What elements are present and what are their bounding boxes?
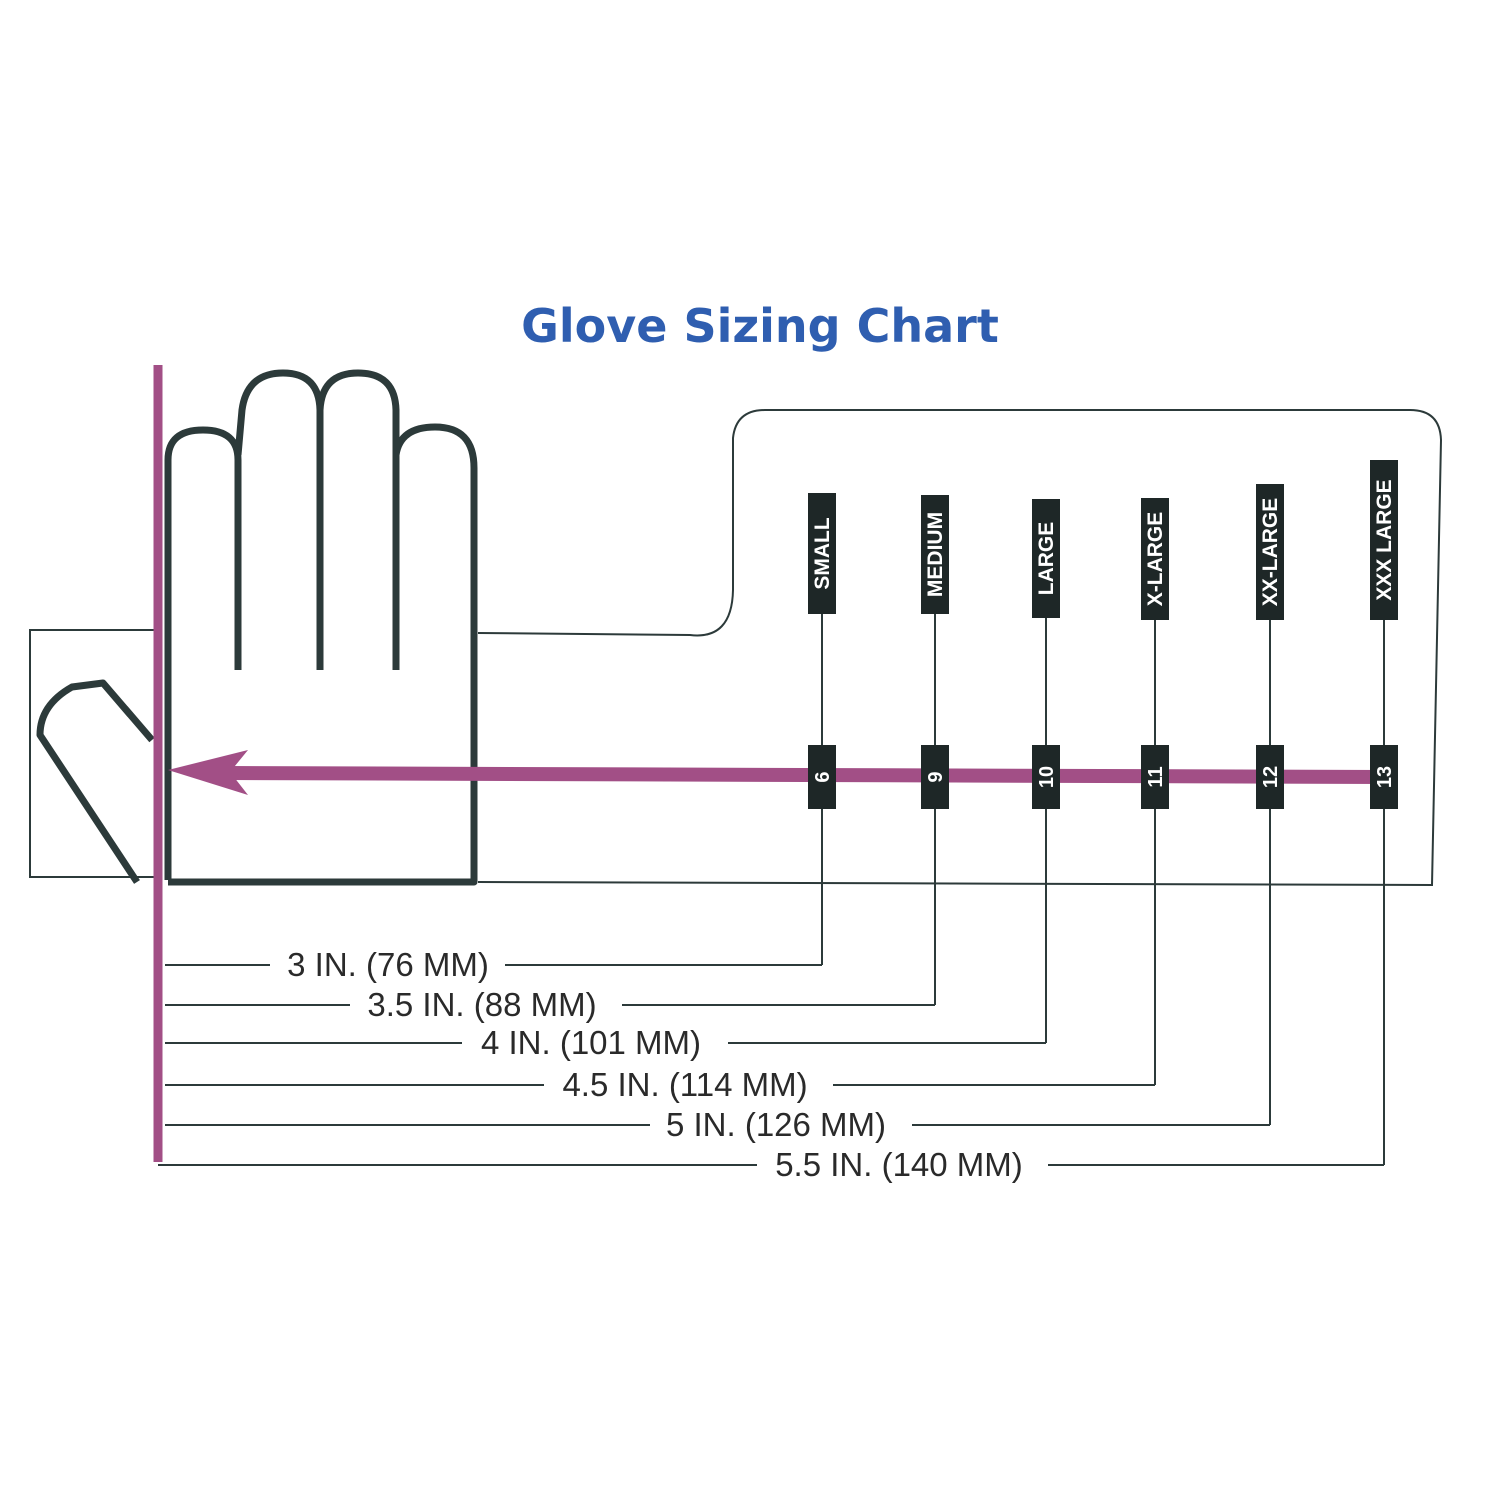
size-name-label: LARGE bbox=[1035, 522, 1058, 596]
chart-title: Glove Sizing Chart bbox=[521, 299, 999, 353]
wrist-outline bbox=[29, 629, 158, 878]
size-tag bbox=[808, 493, 836, 614]
measure-label: 4.5 IN. (114 MM) bbox=[562, 1066, 807, 1103]
size-name-label: XXX LARGE bbox=[1373, 479, 1396, 600]
size-name-label: SMALL bbox=[811, 517, 834, 589]
measurement-ticks: 3 IN. (76 MM)3.5 IN. (88 MM)4 IN. (101 M… bbox=[158, 614, 1385, 1183]
size-tag bbox=[1032, 499, 1060, 618]
size-tag bbox=[1370, 460, 1398, 620]
size-number-box bbox=[1032, 745, 1060, 809]
thumb-outline bbox=[36, 679, 155, 884]
size-name-label: XX-LARGE bbox=[1259, 498, 1282, 607]
hand-outline bbox=[164, 369, 478, 886]
size-number-box bbox=[808, 745, 836, 809]
measure-arrow-head bbox=[168, 750, 248, 795]
size-number-label: 11 bbox=[1145, 766, 1167, 787]
size-number-box bbox=[1370, 745, 1398, 809]
measure-label: 3.5 IN. (88 MM) bbox=[367, 986, 596, 1023]
size-name-label: X-LARGE bbox=[1144, 512, 1167, 607]
size-tag bbox=[1256, 484, 1284, 620]
size-number-label: 13 bbox=[1374, 766, 1396, 788]
size-tags: SMALL 6 MEDIUM 9 LARGE 10 X-LARGE 11 XX-LARGE 12 X… bbox=[808, 460, 1398, 809]
size-number-label: 6 bbox=[812, 771, 834, 782]
size-tag bbox=[1141, 498, 1169, 620]
size-name-label: MEDIUM bbox=[924, 512, 947, 597]
size-number-label: 12 bbox=[1260, 766, 1282, 788]
size-number-label: 10 bbox=[1036, 766, 1058, 788]
size-number-box bbox=[1141, 745, 1169, 809]
size-tag bbox=[921, 495, 949, 614]
measure-label: 4 IN. (101 MM) bbox=[481, 1024, 701, 1061]
measure-label: 5 IN. (126 MM) bbox=[666, 1106, 886, 1143]
measure-label: 3 IN. (76 MM) bbox=[287, 946, 489, 983]
size-number-box bbox=[1256, 745, 1284, 809]
size-number-label: 9 bbox=[925, 771, 947, 782]
measuring-band-outline bbox=[477, 409, 1443, 887]
size-number-box bbox=[921, 745, 949, 809]
measure-arrow-shaft bbox=[227, 766, 1386, 784]
measure-label: 5.5 IN. (140 MM) bbox=[775, 1146, 1023, 1183]
